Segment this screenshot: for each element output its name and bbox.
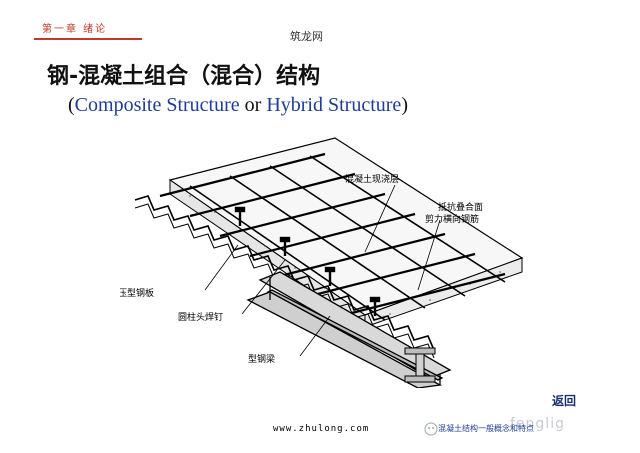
label-profiled-sheet: 压型钢板 (120, 287, 154, 299)
watermark-ghost-text: fenglig (510, 416, 565, 432)
subtitle-close-paren: ) (401, 94, 408, 116)
label-anti-shear-2: 剪力横向钢筋 (425, 213, 479, 225)
rebar-grid (159, 152, 506, 318)
beam-end-bottom-flange (404, 375, 436, 383)
label-cast-concrete: 混凝土现浇层 (345, 173, 399, 185)
chapter-tab: 第一章 绪论 (12, 14, 142, 44)
subtitle-hybrid: Hybrid Structure (266, 94, 402, 116)
chapter-underline (34, 38, 142, 40)
subtitle-open-paren: ( (68, 94, 75, 116)
leader-lines (204, 184, 441, 357)
beam-end-web (415, 353, 425, 377)
subtitle-composite: Composite Structure (74, 94, 240, 116)
beam-end-flange (404, 347, 436, 355)
page-subtitle: (Composite Structure or Hybrid Structure… (68, 94, 408, 117)
wechat-icon (424, 422, 438, 436)
profiled-steel-sheet (134, 195, 435, 351)
page-title: 钢-混凝土组合（混合）结构 (47, 64, 321, 89)
back-button[interactable]: 返回 (552, 394, 577, 408)
headed-studs (234, 206, 381, 316)
label-steel-beam: 型钢梁 (248, 353, 275, 365)
watermark: fenglig 混凝土结构一般概念和特点 (424, 414, 634, 444)
watermark-caption: 混凝土结构一般概念和特点 (438, 424, 534, 433)
chapter-label: 第一章 绪论 (42, 24, 108, 35)
composite-slab-diagram: 混凝土现浇层 抵抗叠合面 剪力横向钢筋 压型钢板 圆柱头焊钉 型钢梁 (120, 137, 524, 388)
steel-beam (246, 271, 452, 388)
site-url: www.zhulong.com (273, 424, 370, 434)
subtitle-or: or (239, 94, 267, 116)
site-name: 筑龙网 (290, 30, 323, 43)
rebar-longitudinal (189, 155, 506, 321)
label-stud: 圆柱头焊钉 (178, 311, 223, 323)
label-anti-shear-1: 抵抗叠合面 (438, 201, 483, 213)
